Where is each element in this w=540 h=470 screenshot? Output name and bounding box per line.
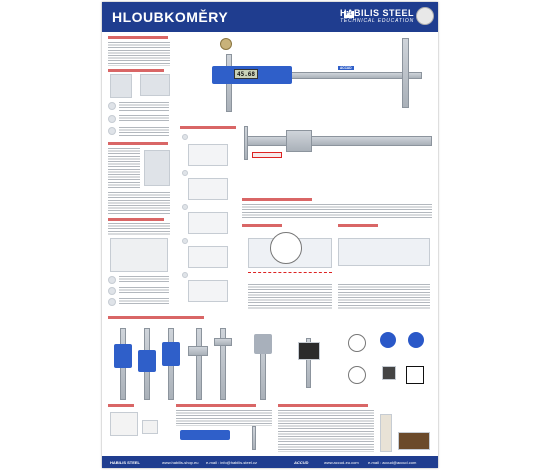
dial-small-2 [348,366,366,384]
step-diagram-4 [188,246,228,268]
dial-readout-text [248,284,332,310]
bullet-icon-5 [108,287,116,295]
bullet-text-3 [119,127,169,137]
section-heading-safety [108,404,134,407]
bullet-text-6 [119,298,169,306]
step-diagram-3 [188,212,228,234]
care-text [278,410,374,452]
section-heading-nonius [338,224,378,227]
section-heading-measurement [176,404,256,407]
section-heading-types [108,316,204,319]
footer-accud-email-link[interactable]: e-mail : accud@accud.com [368,460,417,465]
type-body-5 [214,338,232,346]
step-icon-3 [182,204,188,210]
block-set-photo [110,412,138,436]
coin-battery-icon [220,38,232,50]
section-heading-dial [242,224,282,227]
type-body-2 [138,350,156,372]
footer-accud-web-link[interactable]: www.accud-eu.com [324,460,359,465]
bullet-icon-2 [108,115,116,123]
step-icon-1 [182,134,188,140]
footer-web-link[interactable]: www.habilis-shop.eu [162,460,199,465]
step-diagram-2 [188,178,228,200]
seal-icon [416,7,434,25]
depth-rod [402,38,409,108]
section-heading-care [278,404,368,407]
section-heading-steps [180,126,236,129]
usage-diagram [144,150,170,186]
qr-code [406,366,424,384]
intro-text [108,42,170,66]
type-body-6 [254,334,272,354]
bullet-text-5 [119,287,169,295]
measurement-caliper [180,430,230,440]
bullet-icon-3 [108,127,116,135]
bullet-icon-6 [108,298,116,306]
data-transfer-photo [110,238,168,272]
vernier-callout [252,152,282,158]
bullet-icon-1 [108,102,116,110]
bullet-text-4 [119,276,169,284]
depth-gauge-photo [110,74,132,98]
type-body-3 [162,342,180,366]
caliper-brand-label: ACCUD [338,66,354,70]
depth-probe-photo [382,366,396,380]
vernier-slider [286,130,312,152]
type-rod-5 [220,328,226,400]
brand-name: HABILIS STEEL [339,8,414,18]
type-body-1 [114,344,132,368]
section-heading-usage [108,142,168,145]
poster: HLOUBKOMĚRY HS HABILIS STEEL TECHNICAL E… [102,2,438,468]
bullet-icon-4 [108,276,116,284]
type-body-4 [188,346,208,356]
poster-footer: HABILIS STEEL www.habilis-shop.eu e-mail… [102,456,438,468]
dial-gauge-face [270,232,302,264]
section-heading-parts [108,69,164,72]
poster-title: HLOUBKOMĚRY [112,9,229,25]
measurement-rod [252,426,256,450]
caliper-lcd: 45.68 [234,69,258,79]
bullet-text-1 [119,102,169,112]
type-rod-7 [306,338,311,388]
measurement-text [176,410,272,426]
usage-text-2 [108,192,170,214]
section-heading-intro [108,36,168,39]
poster-header: HLOUBKOMĚRY HS HABILIS STEEL TECHNICAL E… [102,2,438,32]
step-icon-5 [182,272,188,278]
type-rod-4 [196,328,202,400]
section-heading-data [108,218,164,221]
dial-blue-1 [380,332,396,348]
usage-text [108,148,140,188]
nonius-scale-diagram [338,238,430,266]
brand-logo-icon: HS [344,11,354,18]
vernier-text [242,204,432,218]
nonius-readout-text [338,284,430,310]
dial-dimension-line [248,272,332,273]
footer-email-link[interactable]: e-mail : info@habilis-steel.cz [206,460,257,465]
bullet-text-2 [119,115,169,123]
storage-rack-photo [380,414,392,452]
vernier-beam [244,136,432,146]
section-heading-vernier [242,198,312,201]
step-diagram-1 [188,144,228,166]
dial-small-1 [348,334,366,352]
depth-gauge-detail-photo [140,74,170,96]
step-icon-4 [182,238,188,244]
type-digital-body [298,342,320,360]
step-icon-2 [182,170,188,176]
brand-block: HABILIS STEEL TECHNICAL EDUCATION [340,8,414,24]
gauge-case-photo [398,432,430,450]
footer-accud-brand: ACCUD [294,460,309,465]
vernier-base [244,126,248,160]
footer-brand: HABILIS STEEL [110,460,141,465]
brand-subtitle: TECHNICAL EDUCATION [340,18,414,24]
data-text [108,223,170,235]
step-diagram-5 [188,280,228,302]
dial-blue-2 [408,332,424,348]
warning-icon [142,420,158,434]
